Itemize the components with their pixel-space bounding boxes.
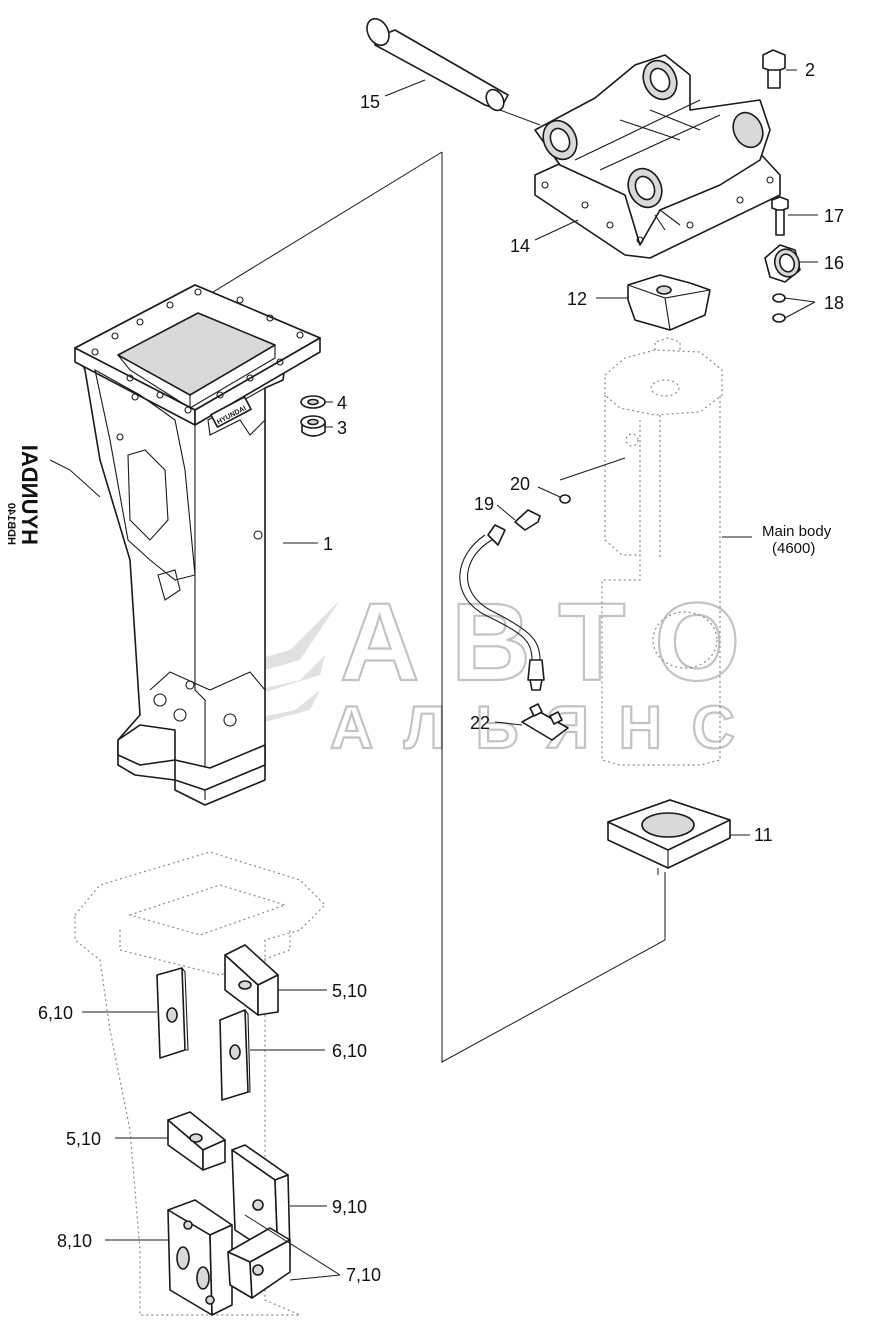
- callout-19: 19: [474, 494, 494, 514]
- side-marking: HYUNDAI HDB140: [5, 445, 42, 545]
- part-5-10-plate-a: [224, 944, 279, 1016]
- main-body-code: (4600): [772, 540, 815, 557]
- part-7-10-plate: [227, 1227, 291, 1299]
- part-1-bracket-body: HYUNDAI: [74, 284, 321, 806]
- callout-7-10: 7,10: [346, 1265, 381, 1285]
- callout-3: 3: [337, 418, 347, 438]
- bracket-phantom: [74, 851, 326, 1316]
- main-body-label: Main body: [762, 523, 832, 540]
- part-16-collar: [764, 244, 801, 283]
- callout-4: 4: [337, 393, 347, 413]
- callout-8-10: 8,10: [57, 1231, 92, 1251]
- callout-labels: 15 2 14 17 16 18 12 4 3 1 20 19 22 Main …: [38, 60, 844, 1285]
- callout-5-10-a: 5,10: [332, 981, 367, 1001]
- part-18-nuts: [772, 293, 786, 323]
- part-20-o-ring: [559, 494, 571, 504]
- callout-18: 18: [824, 293, 844, 313]
- part-6-10-plate-b: [219, 1009, 251, 1101]
- flange-bolt-holes: [91, 288, 304, 414]
- part-6-10-plate-a: [156, 967, 189, 1059]
- part-19-fitting: [514, 509, 541, 531]
- part-11-wear-plate: [607, 799, 731, 869]
- part-3-nut: [300, 415, 326, 437]
- callout-17: 17: [824, 206, 844, 226]
- callout-16: 16: [824, 253, 844, 273]
- guide-lines: [49, 151, 666, 1063]
- callout-14: 14: [510, 236, 530, 256]
- side-marking-model: HDB140: [5, 503, 17, 545]
- callout-1: 1: [323, 534, 333, 554]
- part-12-cushion: [627, 274, 711, 331]
- callout-2: 2: [805, 60, 815, 80]
- callout-5-10-b: 5,10: [66, 1129, 101, 1149]
- callout-6-10-b: 6,10: [332, 1041, 367, 1061]
- callout-20: 20: [510, 474, 530, 494]
- callout-12: 12: [567, 289, 587, 309]
- leader-lines: [82, 69, 818, 1281]
- callout-22: 22: [470, 713, 490, 733]
- part-2-bolt: [762, 49, 786, 89]
- part-14-top-cap: [534, 54, 781, 259]
- part-8-10-plate: [167, 1199, 233, 1316]
- part-17-bolt: [771, 196, 789, 236]
- main-body-phantom: [601, 337, 723, 766]
- part-4-washer: [300, 395, 326, 409]
- callout-6-10-a: 6,10: [38, 1003, 73, 1023]
- callout-11: 11: [754, 825, 773, 845]
- part-5-10-plate-b: [167, 1111, 226, 1171]
- part-22-plate: [521, 703, 569, 741]
- callout-15: 15: [360, 92, 380, 112]
- hose: [459, 524, 545, 691]
- callout-9-10: 9,10: [332, 1197, 367, 1217]
- part-15-pin: [366, 17, 509, 112]
- side-marking-brand: HYUNDAI: [17, 445, 42, 545]
